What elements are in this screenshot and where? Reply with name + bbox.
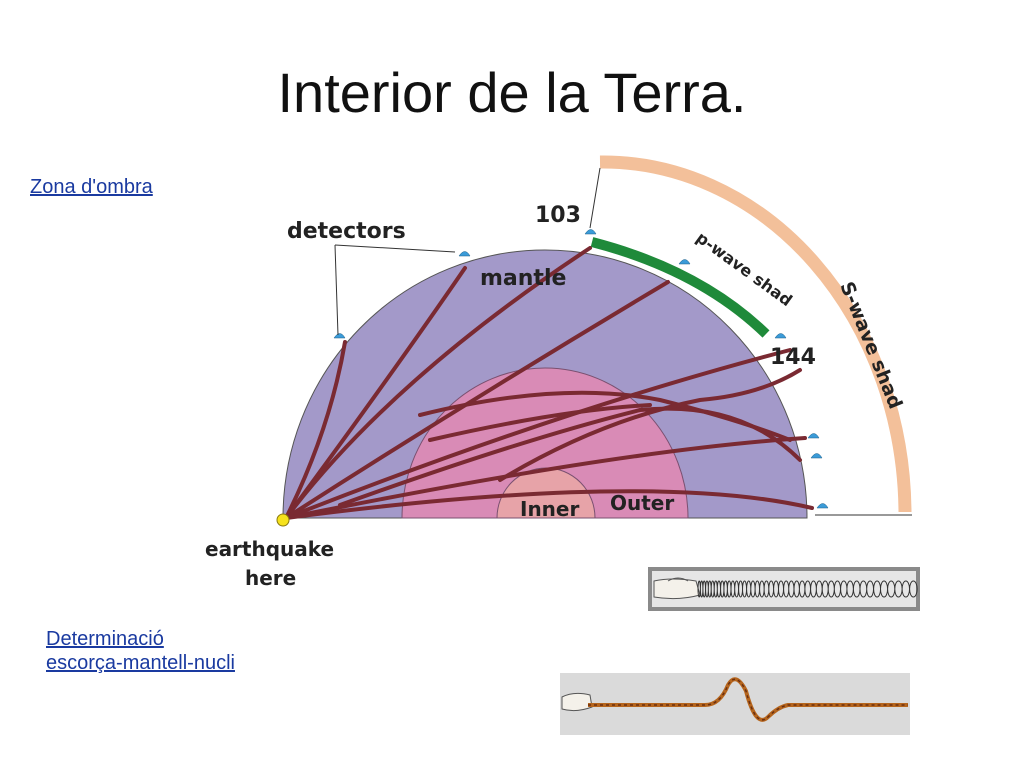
detector-icon [584,229,597,235]
rope-wave-image [560,673,910,735]
spring-wave-image [648,567,920,611]
label-103: 103 [535,203,581,228]
ray [284,436,807,520]
detector-icon [816,503,829,509]
label-detectors: detectors [287,219,406,244]
spring-coil [697,580,918,598]
ray [284,489,814,520]
detectors [333,229,829,509]
label-outer: Outer [610,491,674,515]
label-mantle: mantle [480,266,566,291]
ray [428,403,652,442]
hand-icon [653,577,701,600]
detector-icon [678,259,691,265]
s-wave-left-boundary [589,167,601,229]
earth-interior-diagram: detectors mantle 103 144 p-wave shad S-w… [205,155,912,590]
detector-icon [807,433,820,439]
detector-icon [458,251,471,257]
ray [284,246,592,520]
ray [284,348,792,520]
hand-icon [561,692,593,712]
ray [498,368,802,482]
seismic-rays [284,246,814,520]
ray [284,280,670,520]
label-s-wave-shadow: S-wave shad [835,279,906,412]
detector-icon [810,453,823,459]
zona-ombra-link[interactable]: Zona d'ombra [30,176,153,198]
ray [284,340,347,520]
detector-pointer-lines [334,244,456,336]
label-here: here [245,566,296,590]
label-earthquake: earthquake [205,537,334,561]
detector-icon [333,333,346,339]
epicenter-icon [276,513,290,527]
p-wave-shadow-arc [590,237,770,338]
label-inner: Inner [520,497,579,521]
s-wave-shadow-arc [599,155,912,513]
ray [418,390,792,442]
detector-icon [774,333,787,339]
slide-title: Interior de la Terra. [277,61,747,124]
label-p-wave-shadow: p-wave shad [693,228,796,310]
determinacio-link[interactable]: Determinació escorça-mantell-nucli [46,628,235,674]
label-144: 144 [770,345,816,370]
